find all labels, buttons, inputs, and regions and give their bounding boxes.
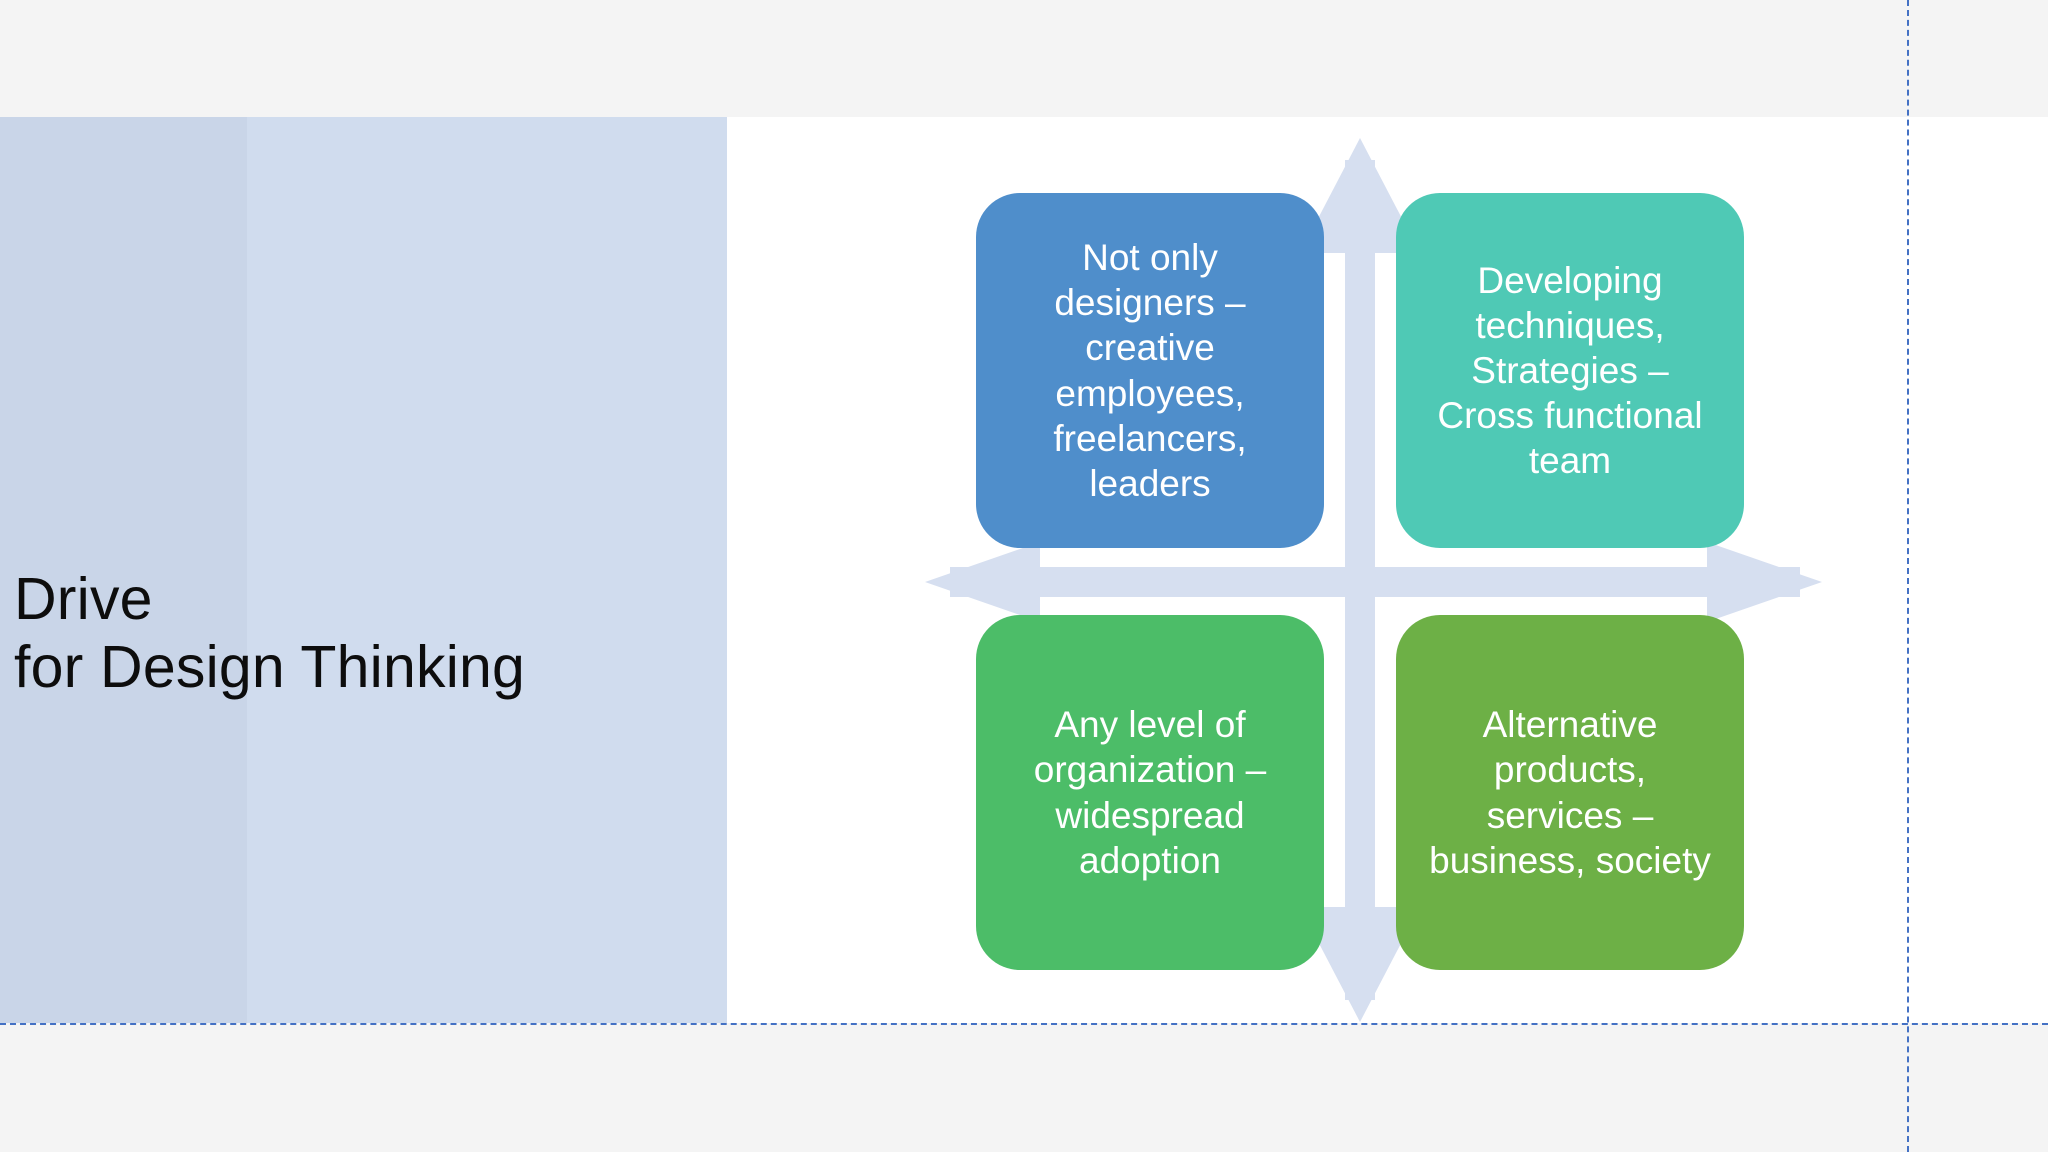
quadrant-bottom-right[interactable]: Alternative products, services – busines… (1396, 615, 1744, 970)
quadrant-top-right[interactable]: Developing techniques, Strategies – Cros… (1396, 193, 1744, 548)
slide-title[interactable]: Drive for Design Thinking (14, 566, 526, 701)
guide-line-horizontal[interactable] (0, 1023, 2048, 1025)
guide-line-vertical[interactable] (1907, 0, 1909, 1152)
title-panel: Drive for Design Thinking (0, 117, 727, 1023)
quadrant-top-left[interactable]: Not only designers – creative employees,… (976, 193, 1324, 548)
quadrant-bottom-left[interactable]: Any level of organization – widespread a… (976, 615, 1324, 970)
title-panel-band-left (0, 117, 247, 1023)
title-panel-band-right (247, 117, 727, 1023)
